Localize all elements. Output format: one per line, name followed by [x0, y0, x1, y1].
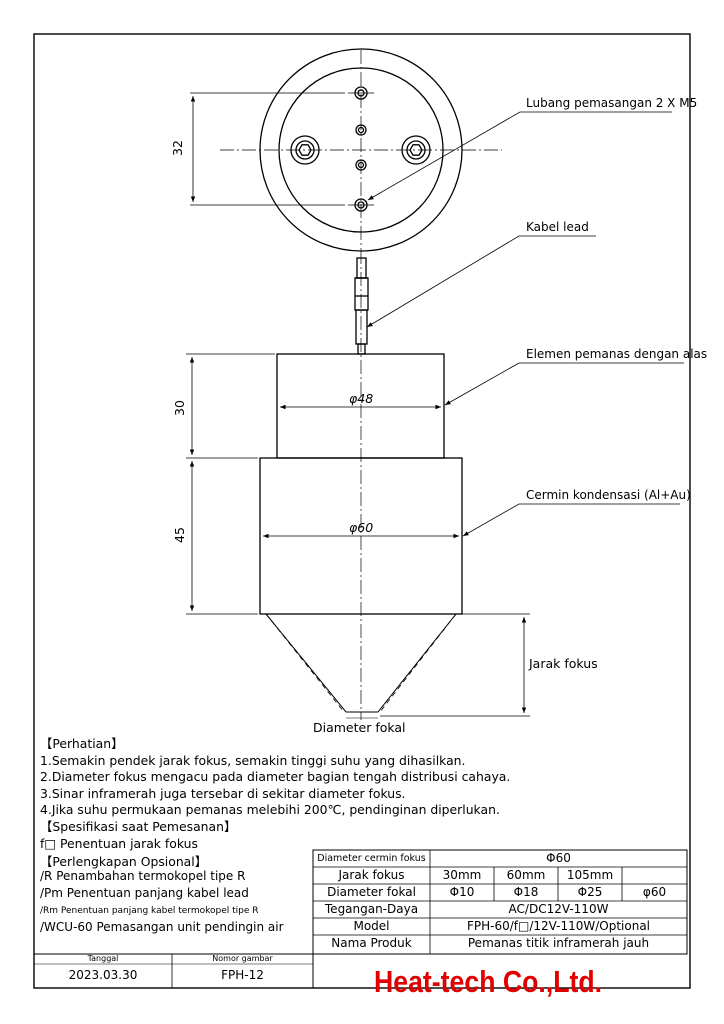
notes-heading: 【Perhatian】	[40, 736, 124, 751]
note-item: 1.Semakin pendek jarak fokus, semakin ti…	[40, 752, 466, 768]
callout-heater-element: Elemen pemanas dengan alas	[526, 347, 708, 361]
spec-focal-value: Φ18	[513, 885, 539, 899]
callout-focus-distance: Jarak fokus	[529, 656, 598, 671]
spec-focus-value: 60mm	[506, 868, 546, 882]
option-item: /R Penambahan termokopel tipe R	[40, 869, 246, 883]
spec-mirror-diameter-value: Φ60	[546, 851, 571, 865]
spec-focus-label: Jarak fokus	[338, 868, 405, 882]
lead-cable-segment-1	[356, 257, 367, 279]
spec-product-label: Nama Produk	[331, 936, 412, 950]
spec-focal-value: Φ10	[449, 885, 475, 899]
heater-body	[276, 353, 445, 459]
dim-label-45: 45	[172, 527, 187, 543]
order-item: f□ Penentuan jarak fokus	[40, 835, 198, 851]
spec-product-value: Pemanas titik inframerah jauh	[467, 936, 650, 950]
company-logo: Heat-tech Co.,Ltd.	[374, 964, 603, 999]
order-heading: 【Spesifikasi saat Pemesanan】	[40, 818, 237, 834]
terminal-upper	[355, 124, 367, 136]
options-heading: 【Perlengkapan Opsional】	[40, 854, 208, 869]
top-view	[220, 48, 502, 252]
bolt-left	[290, 135, 320, 165]
spec-focal-label: Diameter fokal	[327, 885, 416, 899]
note-item: 2.Diameter fokus mengacu pada diameter b…	[40, 769, 511, 785]
spec-table	[312, 849, 688, 955]
date-label: Tanggal	[87, 954, 119, 963]
spec-model-value: FPH-60/f□/12V-110W/Optional	[466, 919, 651, 933]
dim-label-phi48: φ48	[349, 391, 374, 406]
spec-mirror-diameter-label: Diameter cermin fokus	[317, 853, 426, 864]
drawing-number-label: Nomor gambar	[212, 954, 273, 963]
notes-section: 【Perhatian】 1.Semakin pendek jarak fokus…	[40, 736, 510, 852]
note-item: 4.Jika suhu permukaan pemanas melebihi 2…	[40, 802, 500, 818]
title-block	[34, 953, 314, 988]
date-value: 2023.03.30	[68, 968, 138, 982]
callout-focal-diameter: Diameter fokal	[313, 720, 406, 735]
terminal-lower	[355, 159, 367, 171]
spec-model-label: Model	[353, 919, 390, 933]
option-item: /WCU-60 Pemasangan unit pendingin air	[40, 920, 284, 934]
spec-focus-value: 105mm	[566, 868, 614, 882]
spec-focal-value: φ60	[642, 885, 667, 899]
dim-label-phi60: φ60	[349, 520, 374, 535]
note-item: 3.Sinar inframerah juga tersebar di seki…	[40, 785, 406, 801]
dim-label-30: 30	[172, 400, 187, 416]
spec-focal-value: Φ25	[577, 885, 603, 899]
sheet-border	[33, 33, 691, 989]
callout-mounting-holes: Lubang pemasangan 2 X M5	[526, 96, 698, 110]
spec-voltage-value: AC/DC12V-110W	[508, 902, 609, 916]
focus-cone	[265, 613, 457, 713]
drawing-number-value: FPH-12	[221, 968, 264, 982]
bolt-right	[401, 135, 431, 165]
dim-label-32: 32	[170, 140, 185, 156]
callout-mirror: Cermin kondensasi (Al+Au)	[526, 488, 691, 502]
spec-focus-value: 30mm	[442, 868, 482, 882]
callout-lead-cable: Kabel lead	[526, 220, 589, 234]
option-item: /Rm Penentuan panjang kabel termokopel t…	[40, 906, 259, 916]
spec-voltage-label: Tegangan-Daya	[324, 902, 419, 916]
option-item: /Pm Penentuan panjang kabel lead	[40, 886, 249, 900]
